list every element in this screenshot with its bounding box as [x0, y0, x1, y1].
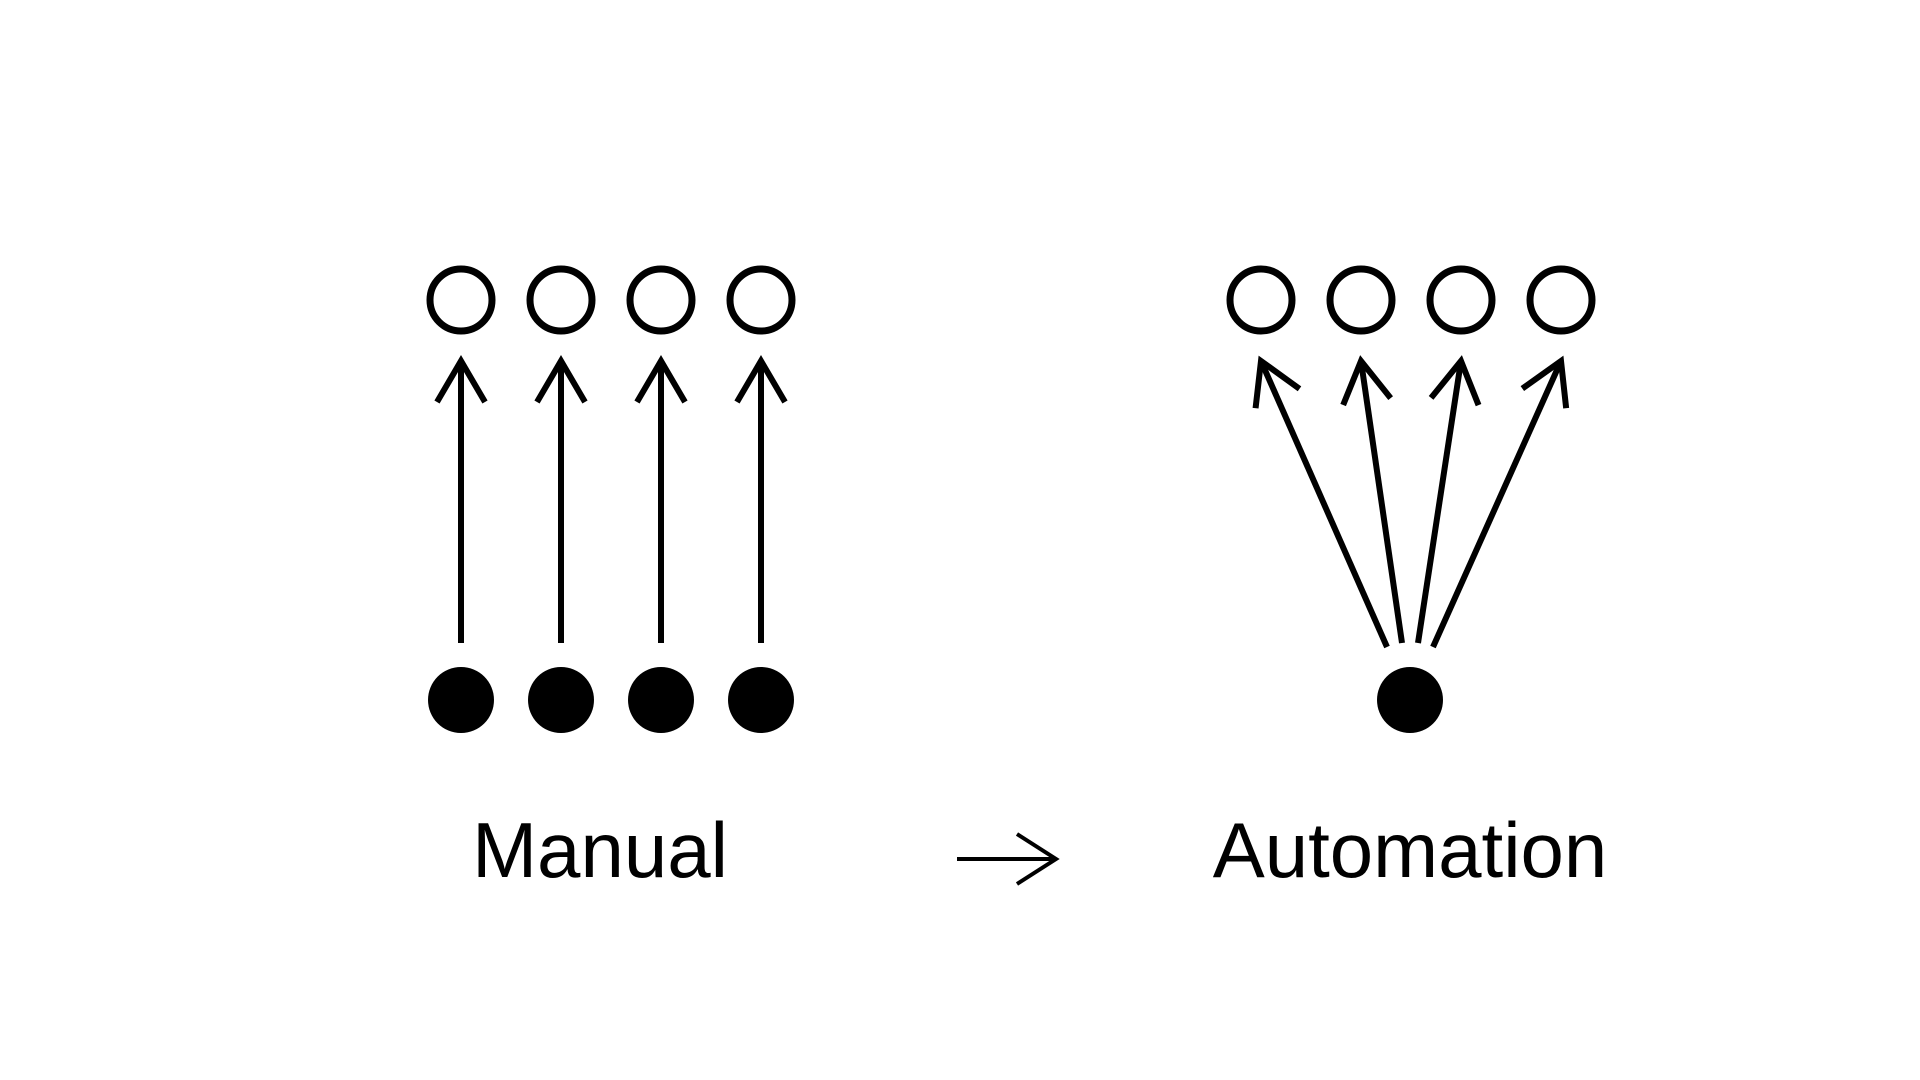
manual-panel-group [426, 265, 796, 733]
target-node-circle [426, 265, 496, 335]
automation-arrow [1252, 355, 1390, 649]
source-node-circle [428, 667, 494, 733]
target-node-circle [626, 265, 696, 335]
target-node-circle [1226, 265, 1296, 335]
source-node-circle [528, 667, 594, 733]
automation-arrow [1340, 355, 1405, 644]
automation-arrow [1430, 355, 1570, 649]
source-node-circle [728, 667, 794, 733]
target-node-circle [1526, 265, 1596, 335]
source-node-circle [1377, 667, 1443, 733]
target-node-circle [726, 265, 796, 335]
target-node-circle [1426, 265, 1496, 335]
automation-arrow [1415, 355, 1482, 644]
source-node-circle [628, 667, 694, 733]
target-node-circle [1326, 265, 1396, 335]
automation-label: Automation [1212, 806, 1608, 894]
target-node-circle [526, 265, 596, 335]
automation-panel-group [1226, 265, 1596, 733]
manual-label: Manual [472, 806, 728, 894]
